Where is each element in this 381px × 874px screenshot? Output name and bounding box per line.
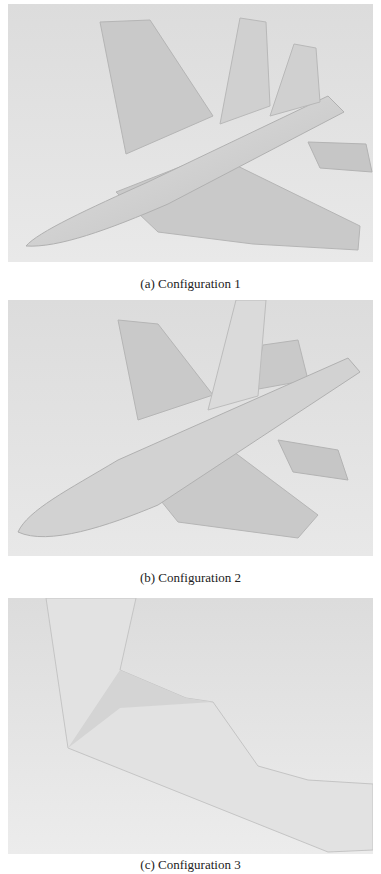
background [8,598,373,854]
tailplane [308,142,372,172]
fuselage [18,358,360,537]
aircraft-render [8,598,373,854]
wing [118,320,213,420]
tailplane [278,440,348,480]
aircraft-render [8,300,373,556]
flying-wing-shade [68,670,213,748]
vertical-tail [220,18,270,124]
fuselage [26,96,344,246]
wing [100,20,213,154]
vertical-tail [208,300,266,410]
panel-caption: (a) Configuration 1 [0,276,381,292]
background [8,300,373,556]
background [8,4,373,262]
vertical-tail [270,44,320,116]
aircraft-render [8,4,373,262]
panel-caption: (c) Configuration 3 [0,857,381,873]
flying-wing [46,598,373,852]
panel-caption: (b) Configuration 2 [0,570,381,586]
